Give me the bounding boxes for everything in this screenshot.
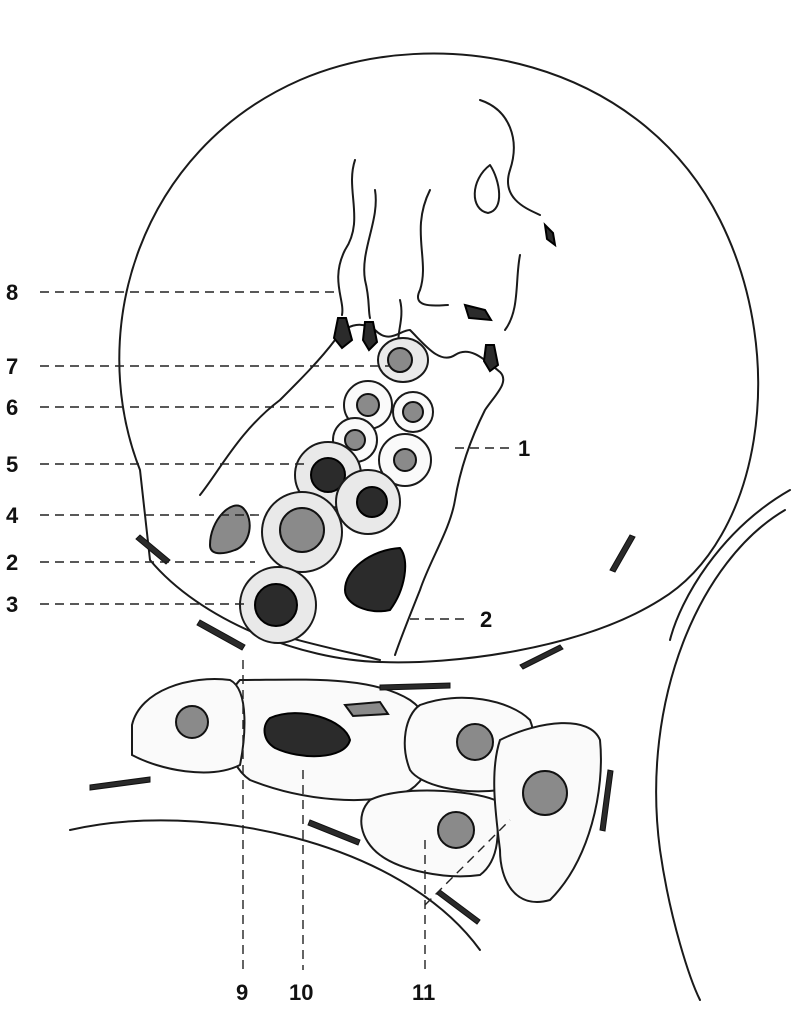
label-10: 10	[289, 980, 313, 1005]
leydig-nucleus-bottom	[438, 812, 474, 848]
leydig-cell-bottom	[361, 791, 497, 877]
myoid-cell-8	[600, 770, 613, 831]
primary-spermatocyte-b-nucleus	[357, 487, 387, 517]
label-8: 8	[6, 280, 18, 305]
myoid-cell-5	[610, 535, 635, 572]
label-9: 9	[236, 980, 248, 1005]
sperm-tail-2	[364, 190, 376, 318]
label-3: 3	[6, 592, 18, 617]
leydig-nucleus-right	[523, 771, 567, 815]
label-6: 6	[6, 395, 18, 420]
secondary-spermatocyte-a-nucleus	[357, 394, 379, 416]
label-7: 7	[6, 354, 18, 379]
sperm-tail-5	[505, 255, 520, 330]
sperm-head-4	[545, 225, 555, 245]
sperm-head-3	[465, 305, 491, 320]
primary-spermatocyte-c-nucleus	[280, 508, 324, 552]
sperm-head-2	[363, 322, 377, 350]
label-5: 5	[6, 452, 18, 477]
sperm-tail-3	[418, 190, 448, 306]
adjacent-tubule-right	[656, 510, 785, 1000]
myoid-cell-9	[437, 890, 480, 924]
label-11: 11	[412, 980, 435, 1005]
label-2-right: 2	[480, 607, 492, 632]
adjacent-tubule-right-outer	[670, 490, 790, 640]
sperm-tail-1	[338, 160, 355, 315]
sperm-head-5	[484, 345, 498, 371]
spermatid-nucleus-7	[388, 348, 412, 372]
tubule-outline	[119, 54, 758, 663]
label-1: 1	[518, 436, 530, 461]
secondary-spermatocyte-d-nucleus	[394, 449, 416, 471]
myoid-cell-1	[136, 535, 170, 564]
sperm-head-1	[334, 318, 352, 348]
label-4: 4	[6, 503, 19, 528]
leydig-nucleus-left	[176, 706, 208, 738]
myoid-cell-7	[308, 820, 360, 845]
sertoli-nucleus-left	[210, 506, 250, 554]
capillary-endothelial	[345, 702, 388, 716]
secondary-spermatocyte-c-nucleus	[345, 430, 365, 450]
sperm-tail-4	[480, 100, 540, 215]
myoid-cell-3	[380, 683, 450, 690]
spermatogonium-nucleus	[255, 584, 297, 626]
leydig-nucleus-mid	[457, 724, 493, 760]
myoid-cell-6	[90, 777, 150, 790]
secondary-spermatocyte-b-nucleus	[403, 402, 423, 422]
sertoli-nucleus-right	[345, 548, 405, 611]
label-2-left: 2	[6, 550, 18, 575]
sperm-loop	[475, 165, 499, 213]
